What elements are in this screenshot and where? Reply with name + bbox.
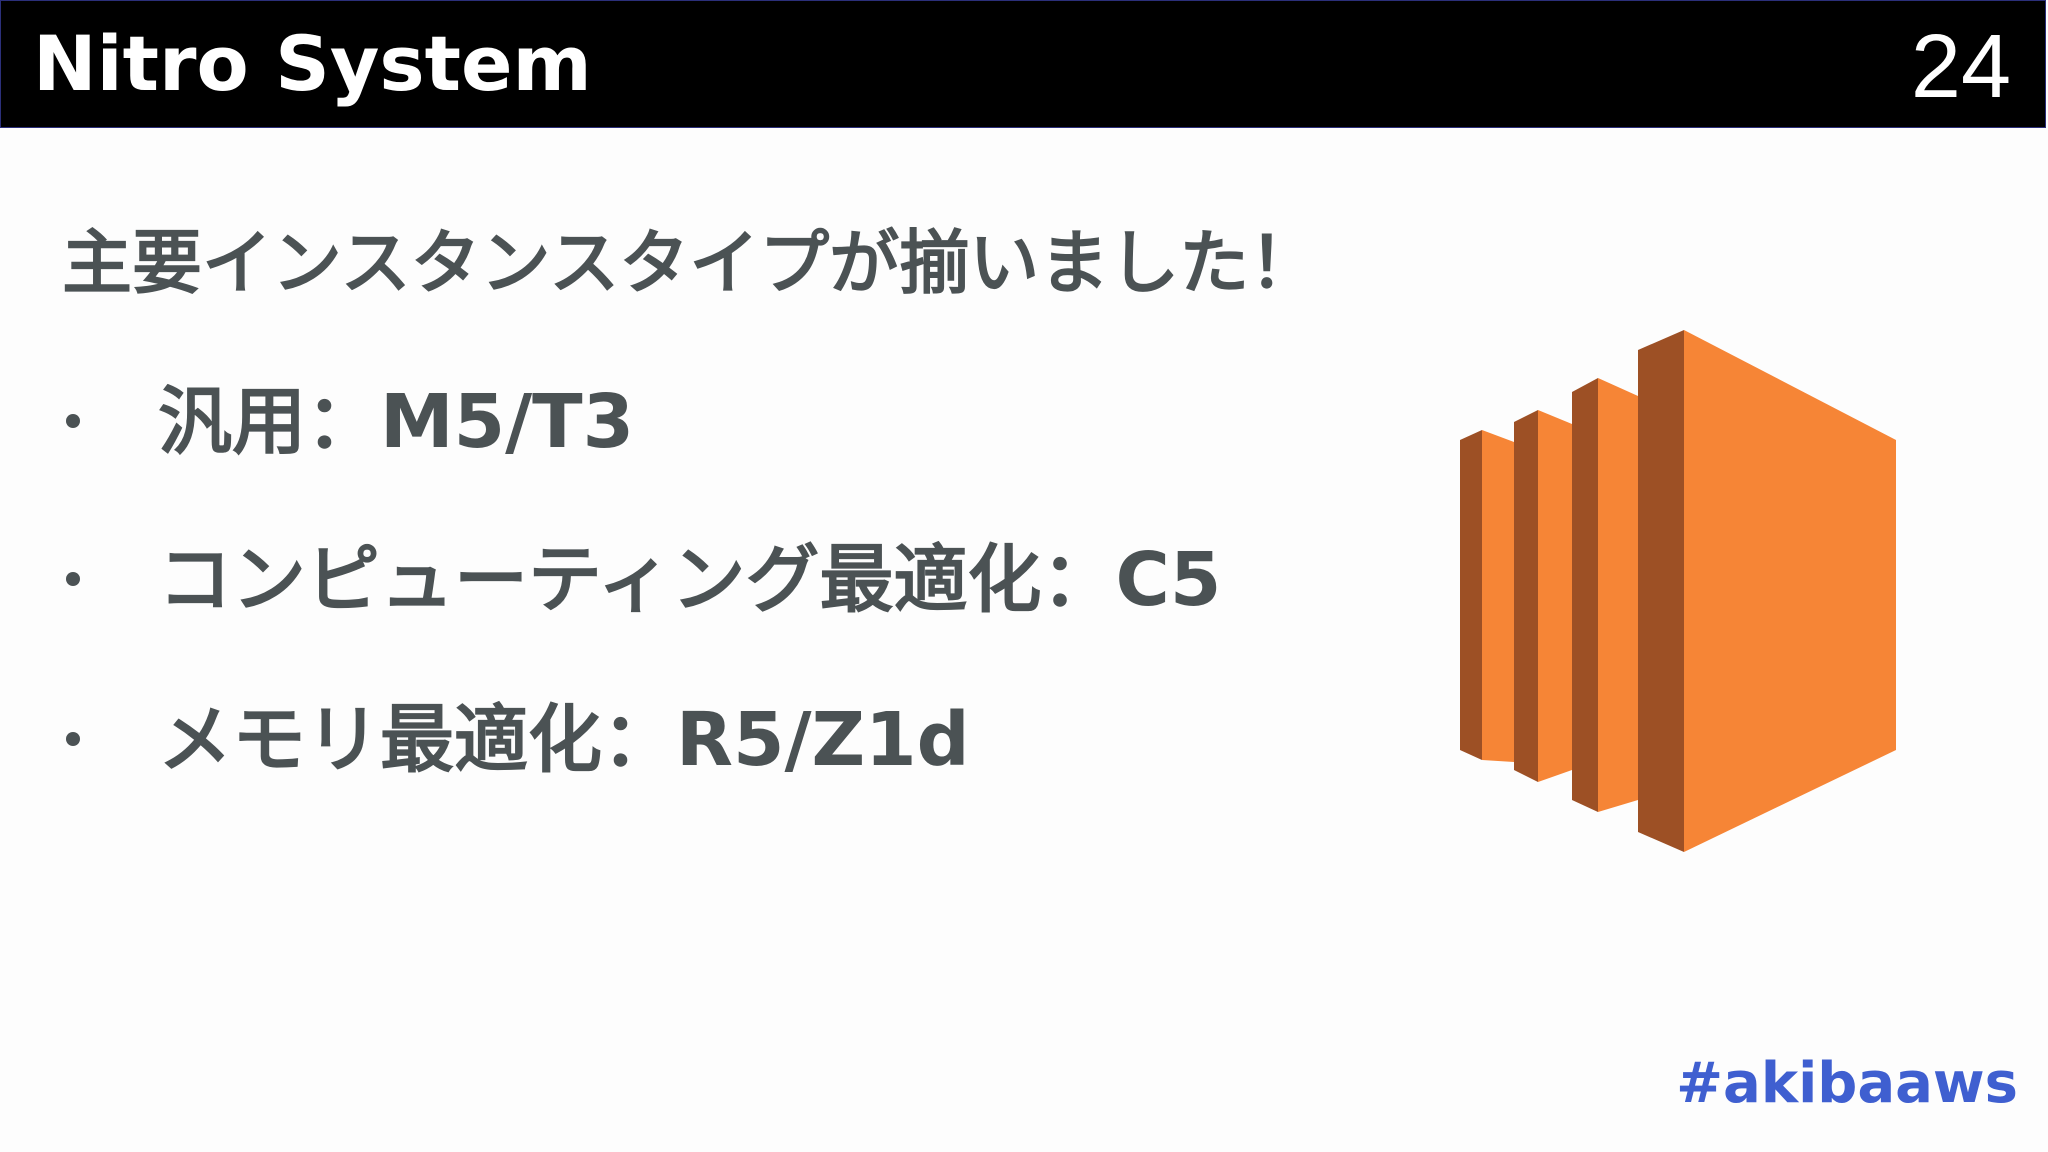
slide-title: Nitro System: [33, 19, 592, 108]
bullet-dot-icon: [66, 414, 80, 428]
aws-ec2-icon: [1460, 330, 1896, 852]
bullet-dot-icon: [66, 732, 80, 746]
slide-header: Nitro System 24: [0, 0, 2046, 128]
bullet-text: メモリ最適化：R5/Z1d: [158, 697, 970, 783]
lead-heading: 主要インスタンスタイプが揃いました！: [62, 222, 1320, 304]
bullet-dot-icon: [66, 572, 80, 586]
hashtag: #akibaaws: [1676, 1051, 2018, 1116]
bullet-text: コンピューティング最適化：C5: [158, 537, 1222, 623]
bullet-text: 汎用：M5/T3: [158, 379, 635, 465]
page-number: 24: [1910, 17, 2011, 117]
